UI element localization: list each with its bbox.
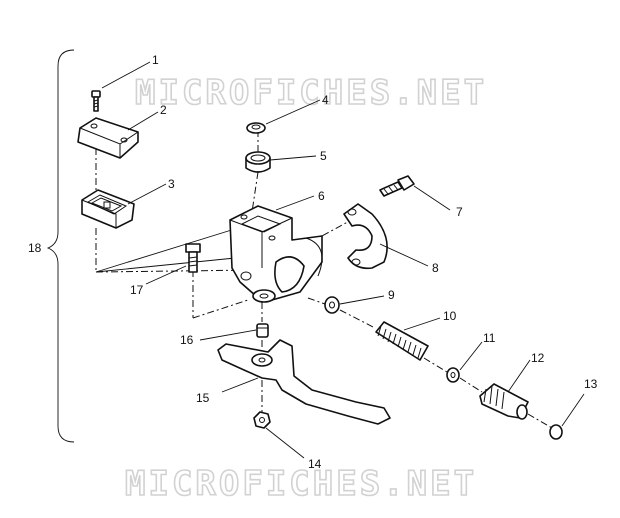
callout-1: 1 <box>152 53 159 67</box>
part-13-o-ring <box>549 424 563 440</box>
part-3-diaphragm <box>81 189 135 229</box>
part-17-pivot-bolt <box>185 243 201 273</box>
part-14-nut <box>253 411 271 429</box>
part-12-piston <box>479 383 529 420</box>
part-9-washer <box>324 296 340 314</box>
part-1-cover-screw <box>91 90 101 112</box>
part-11-washer <box>446 367 460 383</box>
alignment-lines <box>95 130 553 429</box>
callout-13: 13 <box>584 377 598 391</box>
callout-numbers: 1 2 3 4 5 6 7 8 9 10 11 12 13 14 15 16 1… <box>28 53 598 471</box>
callout-9: 9 <box>388 288 395 302</box>
part-6-master-cylinder-body <box>229 205 323 303</box>
callout-11: 11 <box>483 331 496 345</box>
callout-10: 10 <box>443 309 457 323</box>
callout-18: 18 <box>28 241 42 255</box>
watermark-bottom: MICROFICHES.NET <box>125 464 477 504</box>
callout-17: 17 <box>130 283 144 297</box>
callout-2: 2 <box>160 103 167 117</box>
part-5-bushing <box>245 151 271 173</box>
callout-8: 8 <box>432 261 439 275</box>
part-16-pivot-bushing <box>256 323 269 338</box>
assembly-bracket <box>46 49 75 443</box>
callout-12: 12 <box>531 351 545 365</box>
watermark-top: MICROFICHES.NET <box>135 73 487 113</box>
part-2-reservoir-cover <box>77 117 139 159</box>
callout-4: 4 <box>322 93 329 107</box>
part-8-handlebar-clamp <box>343 203 388 270</box>
callout-15: 15 <box>196 391 210 405</box>
callout-16: 16 <box>180 333 194 347</box>
part-10-spring <box>375 321 429 361</box>
callout-3: 3 <box>168 177 175 191</box>
callout-14: 14 <box>308 457 322 471</box>
callout-leaders <box>101 61 585 459</box>
part-4-washer <box>246 122 266 134</box>
callout-7: 7 <box>456 205 463 219</box>
callout-6: 6 <box>318 189 325 203</box>
callout-5: 5 <box>320 149 327 163</box>
part-15-brake-lever <box>217 339 391 425</box>
part-7-clamp-bolt <box>379 175 415 197</box>
